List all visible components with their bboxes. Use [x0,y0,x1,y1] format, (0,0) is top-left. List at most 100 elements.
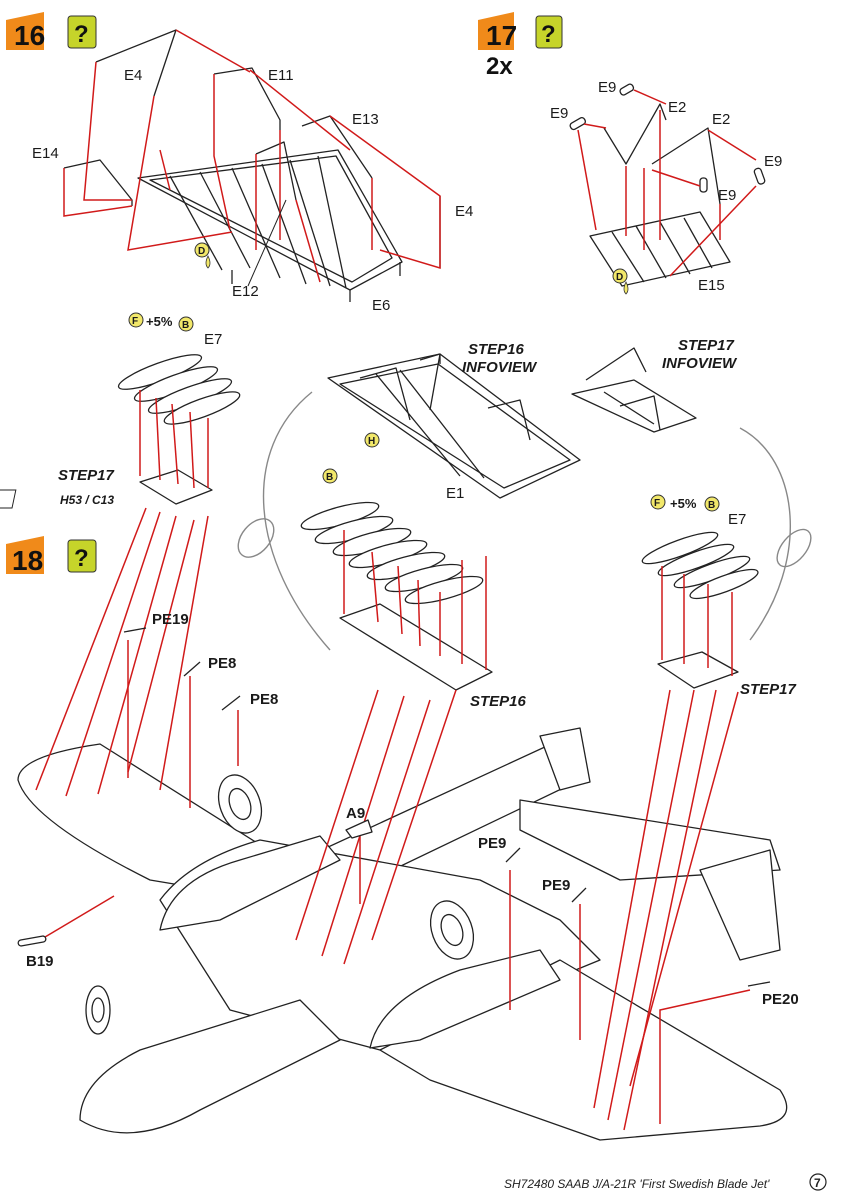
infoview-subtitle: INFOVIEW [662,355,738,372]
part-label: E9 [550,105,568,122]
bomb-cluster-e1 [300,501,493,691]
rotate-icon [237,518,275,558]
infoview-subtitle: INFOVIEW [462,359,538,376]
part-label: E7 [728,511,746,528]
step-ref: STEP16 [470,693,527,710]
rotation-arc-right [739,427,791,641]
svg-text:+5%: +5% [670,496,697,511]
rack-step17-left [139,469,213,505]
step-17-multiplier: 2x [486,53,513,80]
step-18-help: ? [74,545,89,572]
part-label: E9 [764,153,782,170]
step-ref: STEP17 [740,681,797,698]
pin-e9 [699,177,708,193]
part-label: E4 [455,203,473,220]
aircraft-underside [17,727,788,1141]
svg-text:F: F [132,316,138,327]
pin-e9 [619,83,635,96]
pin-e9 [569,116,586,131]
part-label: E12 [232,283,259,300]
svg-text:+5%: +5% [146,314,173,329]
part-label: A9 [346,805,365,822]
page-number: 7 [814,1176,821,1190]
part-label: PE20 [762,991,799,1008]
bomb-cluster-e7-left [117,354,241,505]
svg-text:B: B [708,500,715,511]
rack-step16 [339,603,493,691]
paint-marker-d: D [612,268,629,295]
step-18-assembly-lines [35,507,751,1131]
step-16-header: 16 ? [6,12,97,51]
part-label: PE9 [478,835,506,852]
part-label: E2 [668,99,686,116]
part-label: B19 [26,953,54,970]
part-label: E2 [712,111,730,128]
bomb-cluster-e7-right [641,531,759,689]
footer: SH72480 SAAB J/A-21R 'First Swedish Blad… [504,1173,827,1191]
left-fin [539,727,591,791]
step-17-rack-drawing [569,83,766,287]
pe8-part [221,695,241,711]
part-label: PE8 [208,655,236,672]
rotation-arc-left [262,391,331,651]
step-17-badge [478,12,514,50]
svg-text:F: F [654,498,660,509]
svg-text:H: H [368,436,375,447]
tailplane [519,799,781,881]
rack-e15 [589,211,731,287]
nose-wheel [85,985,111,1035]
part-label: E9 [718,187,736,204]
help-icon[interactable] [535,15,563,49]
strut-e12 [255,141,297,201]
step-17-labels: E9 E2 E9 E2 E9 E9 E15 [550,79,782,294]
part-label: E9 [598,79,616,96]
paint-markers-left: F +5% B E7 [128,312,222,348]
step-17-header: 17 ? 2x [478,12,563,80]
pe9-part [571,887,587,903]
step-16-help: ? [74,21,89,48]
svg-text:D: D [198,246,205,257]
part-label: E7 [204,331,222,348]
nose [79,999,341,1134]
pe20-part [747,981,771,987]
step-16-badge [6,12,44,50]
svg-text:B: B [326,472,333,483]
strut-e4-left [95,29,177,97]
part-label: E11 [268,67,294,84]
right-fin [699,849,781,961]
step-16-number: 16 [14,20,45,51]
svg-text:B: B [182,320,189,331]
page-number-circle [809,1173,827,1191]
infoview-title: STEP16 [468,341,525,358]
part-label: PE8 [250,691,278,708]
part-label: E6 [372,297,390,314]
step-18-labels: PE19 PE8 PE8 A9 PE9 PE9 B19 PE20 [26,611,799,1008]
paint-marker-d: D [194,242,211,269]
step-18-header: 18 ? [6,536,97,576]
strut-e2-right [651,127,721,205]
part-label: E4 [124,67,142,84]
ref-box-label: H53 / C13 [60,493,114,507]
rotate-icon [776,528,812,568]
part-label: PE19 [152,611,189,628]
main-wheel-left [217,774,263,834]
part-label: E13 [352,111,379,128]
infoview-title: STEP17 [678,337,735,354]
rack-step17-right [657,651,739,689]
strut-e11 [213,67,281,130]
strut-e14 [63,159,133,206]
step-18-number: 18 [12,545,43,576]
rack-e6 [137,149,403,291]
step-18-badge [6,536,44,574]
rack-e6-inner [149,155,393,283]
right-nacelle [369,949,561,1049]
step16-infoview: STEP16 INFOVIEW [327,341,581,499]
step17-infoview: STEP17 INFOVIEW [571,337,738,433]
svg-text:D: D [616,272,623,283]
help-icon[interactable] [67,539,97,573]
step-16-labels: E4 E11 E13 E14 E4 E12 E6 [32,67,473,314]
help-icon[interactable] [67,15,97,49]
pin-e9 [753,167,766,185]
part-label: E14 [32,145,59,162]
main-wheel-right [429,900,475,960]
